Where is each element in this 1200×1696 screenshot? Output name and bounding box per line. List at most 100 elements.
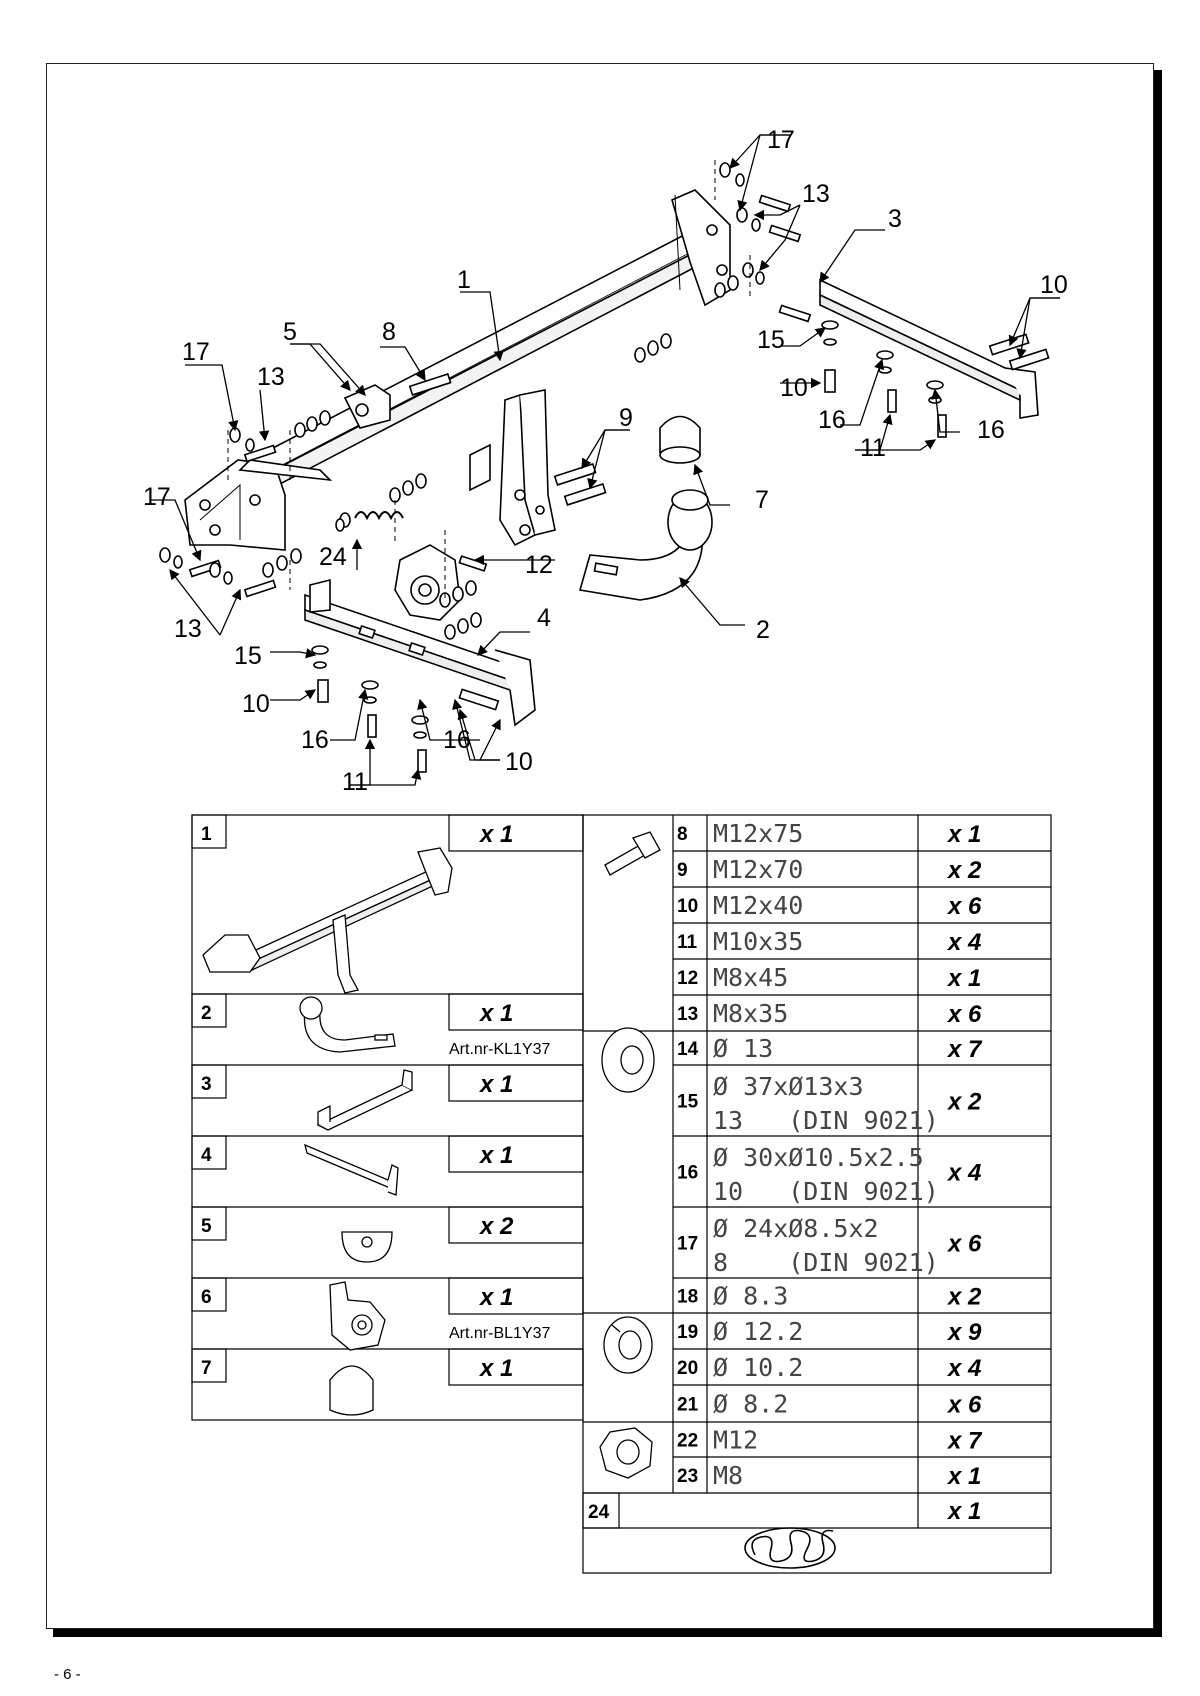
part-quantity: x 1 — [946, 1498, 981, 1525]
part-quantity: x 1 — [478, 1000, 513, 1027]
part-spec-standard: 8 (DIN 9021) — [713, 1248, 939, 1277]
part-number: 5 — [201, 1216, 212, 1237]
part-quantity: x 6 — [946, 1231, 982, 1258]
part-spec: M12x75 — [713, 819, 803, 848]
part-quantity: x 1 — [946, 1463, 981, 1490]
crossbeam-part-1 — [184, 189, 731, 551]
bolt-icon — [604, 831, 661, 876]
part-quantity: x 7 — [946, 1036, 983, 1063]
callout: 17 — [143, 483, 171, 511]
leader-lines — [150, 134, 1060, 786]
callout: 10 — [242, 690, 270, 718]
part-number: 15 — [677, 1092, 699, 1113]
part-number: 17 — [677, 1234, 698, 1255]
callout: 10 — [505, 748, 533, 776]
part-quantity: x 6 — [946, 1001, 982, 1028]
bracket-right-icon — [316, 1069, 414, 1131]
callout: 11 — [860, 434, 886, 462]
frame-shadow-bottom — [53, 1629, 1162, 1637]
part-quantity: x 1 — [478, 1071, 513, 1098]
callout: 4 — [537, 604, 551, 632]
parts-right-icons — [599, 831, 836, 1569]
towball-neck-icon — [299, 996, 396, 1053]
part-number: 24 — [588, 1502, 610, 1523]
part-number: 13 — [677, 1004, 698, 1025]
part-number: 10 — [677, 896, 698, 917]
side-bracket-part-4 — [304, 578, 536, 727]
callout: 10 — [1040, 271, 1068, 299]
callout: 12 — [525, 551, 553, 579]
part-quantity: x 7 — [946, 1428, 983, 1455]
callout: 16 — [818, 406, 846, 434]
part-spec: Ø 37xØ13x3 — [713, 1072, 864, 1101]
part-quantity: x 4 — [946, 1355, 981, 1382]
dashed-guides — [227, 160, 751, 600]
callout: 1 — [457, 266, 471, 294]
callout: 5 — [283, 318, 297, 346]
part-number: 4 — [201, 1145, 212, 1166]
callout: 13 — [174, 615, 202, 643]
part-spec: Ø 30xØ10.5x2.5 — [713, 1143, 924, 1172]
ball-cover-icon — [329, 1365, 374, 1416]
part-quantity: x 1 — [478, 1355, 513, 1382]
part-spec: M8x45 — [713, 963, 788, 992]
part-spec: Ø 24xØ8.5x2 — [713, 1214, 879, 1243]
part-number: 14 — [677, 1039, 699, 1060]
callout: 10 — [780, 374, 808, 402]
frame-shadow-right — [1154, 70, 1162, 1636]
part-number: 6 — [201, 1287, 212, 1308]
part-quantity: x 1 — [946, 965, 981, 992]
part-quantity: x 6 — [946, 893, 982, 920]
part-quantity: x 9 — [946, 1319, 982, 1346]
callout: 13 — [257, 363, 285, 391]
callout: 9 — [619, 404, 633, 432]
part-number: 23 — [677, 1466, 698, 1487]
callout: 17 — [767, 126, 795, 154]
towbar-crossbeam-icon — [202, 847, 453, 994]
part-quantity: x 1 — [478, 1142, 513, 1169]
part-number: 7 — [201, 1358, 212, 1379]
part-number: 1 — [201, 824, 212, 845]
spring-washer-icon — [603, 1316, 653, 1374]
callout: 17 — [182, 338, 210, 366]
part-quantity: x 1 — [478, 1284, 513, 1311]
spring-icon — [744, 1527, 836, 1569]
part-number: 16 — [677, 1163, 698, 1184]
spring-part-24 — [354, 511, 404, 521]
callout: 24 — [319, 543, 347, 571]
part-number: 12 — [677, 968, 698, 989]
towball-neck-part-2 — [578, 489, 713, 601]
part-spec-standard: 10 (DIN 9021) — [713, 1177, 939, 1206]
part-quantity: x 4 — [946, 929, 981, 956]
callout: 15 — [757, 326, 785, 354]
ball-cover-part-7 — [659, 415, 701, 464]
part-spec: M8 — [713, 1461, 743, 1490]
part-quantity: x 6 — [946, 1392, 982, 1419]
page-frame — [46, 63, 1154, 1629]
callout: 16 — [443, 726, 471, 754]
part-spec: Ø 13 — [713, 1034, 773, 1063]
part-spec: M12x40 — [713, 891, 803, 920]
callout: 16 — [977, 416, 1005, 444]
socket-plate-part-6 — [394, 544, 461, 621]
part-spec-standard: 13 (DIN 9021) — [713, 1106, 939, 1135]
part-number: 21 — [677, 1395, 699, 1416]
article-number: Art.nr-KL1Y37 — [449, 1041, 550, 1058]
part-spec: Ø 12.2 — [713, 1317, 803, 1346]
callout: 2 — [756, 616, 770, 644]
part-number: 9 — [677, 860, 688, 881]
callout: 7 — [755, 486, 769, 514]
parts-table — [191, 814, 1052, 1574]
part-number: 11 — [677, 932, 698, 953]
part-quantity: x 1 — [946, 821, 981, 848]
part-spec: Ø 8.3 — [713, 1282, 788, 1311]
bracket-left-icon — [304, 1143, 399, 1196]
part-number: 19 — [677, 1322, 698, 1343]
part-number: 8 — [677, 824, 688, 845]
flat-washer-icon — [601, 1027, 655, 1093]
callout: 3 — [888, 205, 902, 233]
part-number: 3 — [201, 1074, 212, 1095]
part-quantity: x 2 — [946, 1284, 982, 1311]
callout: 11 — [342, 768, 368, 796]
